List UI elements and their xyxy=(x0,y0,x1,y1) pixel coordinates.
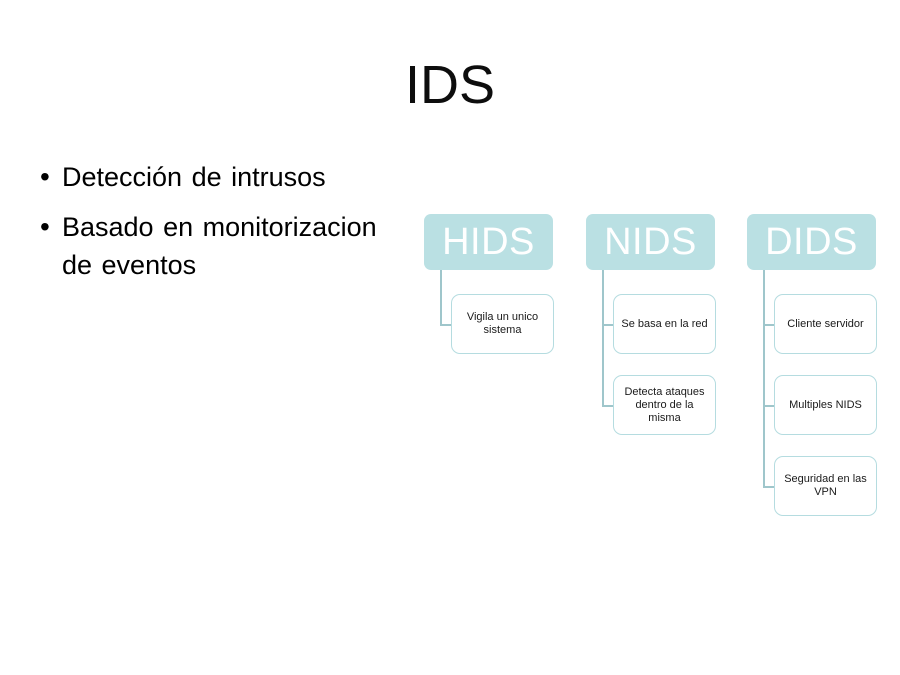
diagram-parent-label: HIDS xyxy=(442,221,535,263)
diagram-connector-trunk xyxy=(602,270,604,405)
diagram-connector-stub xyxy=(763,324,774,326)
diagram-child-label: Detecta ataques dentro de la misma xyxy=(624,385,705,424)
diagram-child-label: Vigila un unico sistema xyxy=(466,311,539,336)
diagram-parent-label: NIDS xyxy=(604,221,697,263)
diagram-child-label: Cliente servidor xyxy=(787,317,864,330)
diagram-parent-node[interactable]: DIDS xyxy=(747,214,876,270)
diagram-child-node[interactable]: Seguridad en las VPN xyxy=(774,456,877,516)
diagram-connector-stub xyxy=(763,486,774,488)
bullet-text: Basado en monitorizacion de eventos xyxy=(62,212,377,280)
diagram-child-node[interactable]: Cliente servidor xyxy=(774,294,877,354)
diagram-child-node[interactable]: Vigila un unico sistema xyxy=(451,294,554,354)
diagram-connector-stub xyxy=(602,405,613,407)
diagram-parent-label: DIDS xyxy=(765,221,858,263)
diagram-child-node[interactable]: Se basa en la red xyxy=(613,294,716,354)
diagram-connector-trunk xyxy=(763,270,765,486)
diagram-child-label: Multiples NIDS xyxy=(789,398,862,411)
diagram-connector-stub xyxy=(602,324,613,326)
page-title: IDS xyxy=(404,55,496,115)
diagram-connector-stub xyxy=(763,405,774,407)
bullet-point-icon: • xyxy=(40,161,50,192)
diagram-child-node[interactable]: Detecta ataques dentro de la misma xyxy=(613,375,716,435)
bullet-point-icon: • xyxy=(40,211,50,242)
diagram-child-label: Se basa en la red xyxy=(621,317,708,330)
diagram-child-label: Seguridad en las VPN xyxy=(784,473,867,498)
diagram-parent-node[interactable]: NIDS xyxy=(586,214,715,270)
bullet-list: • Detección de intrusos • Basado en moni… xyxy=(40,158,390,296)
bullet-text: Detección de intrusos xyxy=(62,162,326,192)
diagram-child-node[interactable]: Multiples NIDS xyxy=(774,375,877,435)
list-item: • Basado en monitorizacion de eventos xyxy=(40,208,390,284)
diagram-connector-stub xyxy=(440,324,451,326)
diagram-connector-trunk xyxy=(440,270,442,324)
diagram-parent-node[interactable]: HIDS xyxy=(424,214,553,270)
list-item: • Detección de intrusos xyxy=(40,158,390,196)
